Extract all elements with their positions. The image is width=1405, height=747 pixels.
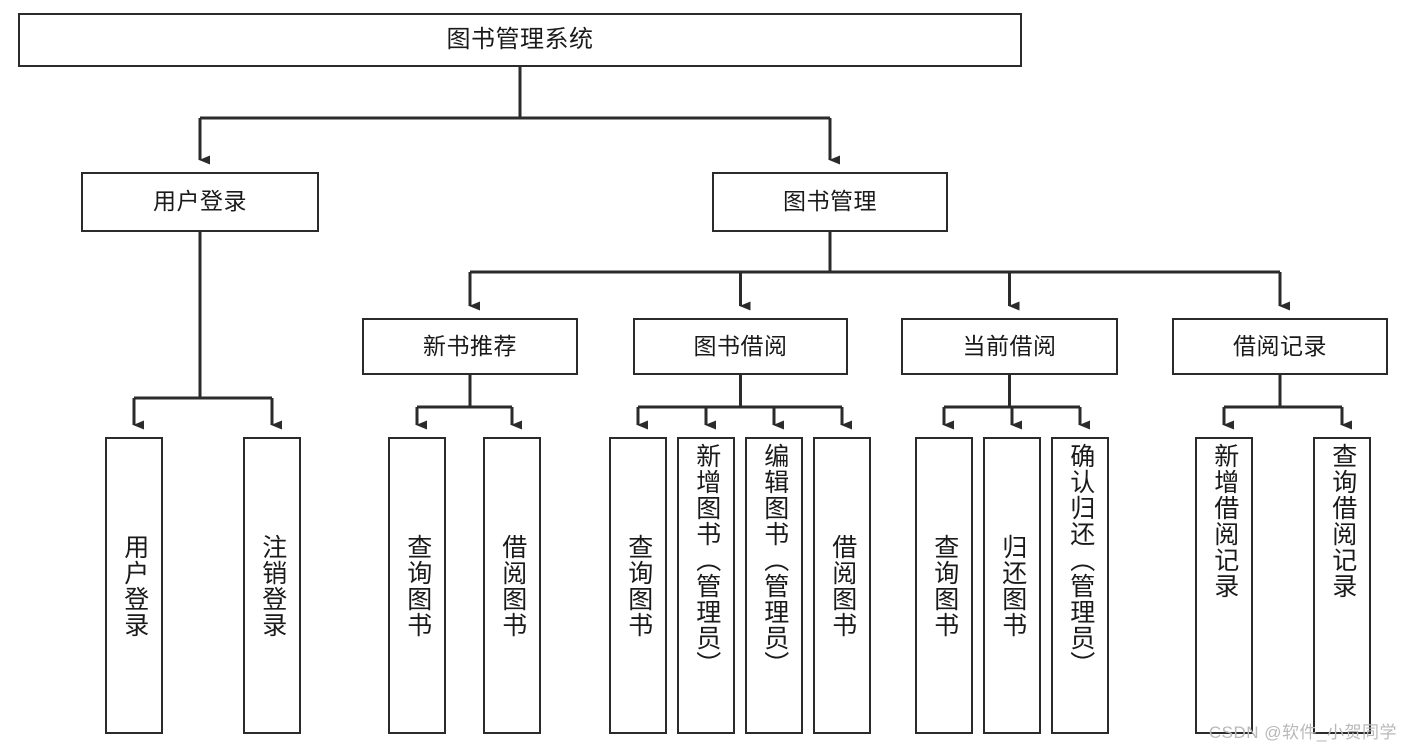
node-root[interactable]: 图书管理系统 xyxy=(18,13,1022,67)
node-label: 借阅图书 xyxy=(498,533,527,638)
node-label: 新增图书（管理员） xyxy=(692,443,721,677)
node-label: 查询图书 xyxy=(624,533,653,638)
node-leaf-bor-1[interactable]: 查询图书 xyxy=(609,437,667,734)
node-leaf-cur-3[interactable]: 确认归还（管理员） xyxy=(1051,437,1109,734)
node-leaf-new-2[interactable]: 借阅图书 xyxy=(483,437,541,734)
node-leaf-login-2[interactable]: 注销登录 xyxy=(243,437,301,734)
node-newbook[interactable]: 新书推荐 xyxy=(362,318,578,375)
node-label: 用户登录 xyxy=(153,188,247,215)
node-login[interactable]: 用户登录 xyxy=(81,172,319,232)
node-label: 归还图书 xyxy=(998,533,1027,638)
node-label: 图书借阅 xyxy=(693,332,788,359)
node-label: 查询借阅记录 xyxy=(1328,443,1357,599)
node-label: 查询图书 xyxy=(403,533,432,638)
node-label: 借阅记录 xyxy=(1233,332,1327,359)
connector-group xyxy=(132,67,1352,430)
node-leaf-bor-4[interactable]: 借阅图书 xyxy=(813,437,871,734)
node-records[interactable]: 借阅记录 xyxy=(1172,318,1388,375)
node-leaf-rec-1[interactable]: 新增借阅记录 xyxy=(1195,437,1253,734)
node-bookmgmt[interactable]: 图书管理 xyxy=(712,172,948,232)
node-label: 当前借阅 xyxy=(962,332,1057,359)
node-leaf-bor-3[interactable]: 编辑图书（管理员） xyxy=(745,437,803,734)
node-leaf-new-1[interactable]: 查询图书 xyxy=(388,437,446,734)
node-current[interactable]: 当前借阅 xyxy=(901,318,1118,375)
node-label: 图书管理系统 xyxy=(446,25,594,53)
node-label: 新书推荐 xyxy=(423,332,517,359)
node-label: 用户登录 xyxy=(120,533,149,638)
node-leaf-bor-2[interactable]: 新增图书（管理员） xyxy=(677,437,735,734)
node-label: 借阅图书 xyxy=(828,533,857,638)
node-label: 编辑图书（管理员） xyxy=(760,443,789,677)
node-label: 查询图书 xyxy=(930,533,959,638)
node-leaf-cur-2[interactable]: 归还图书 xyxy=(983,437,1041,734)
node-borrow[interactable]: 图书借阅 xyxy=(633,318,848,375)
node-label: 注销登录 xyxy=(258,533,287,638)
node-label: 图书管理 xyxy=(783,188,877,215)
node-label: 确认归还（管理员） xyxy=(1066,443,1095,677)
node-leaf-cur-1[interactable]: 查询图书 xyxy=(915,437,973,734)
node-leaf-login-1[interactable]: 用户登录 xyxy=(105,437,163,734)
node-label: 新增借阅记录 xyxy=(1210,443,1239,599)
node-leaf-rec-2[interactable]: 查询借阅记录 xyxy=(1313,437,1371,734)
